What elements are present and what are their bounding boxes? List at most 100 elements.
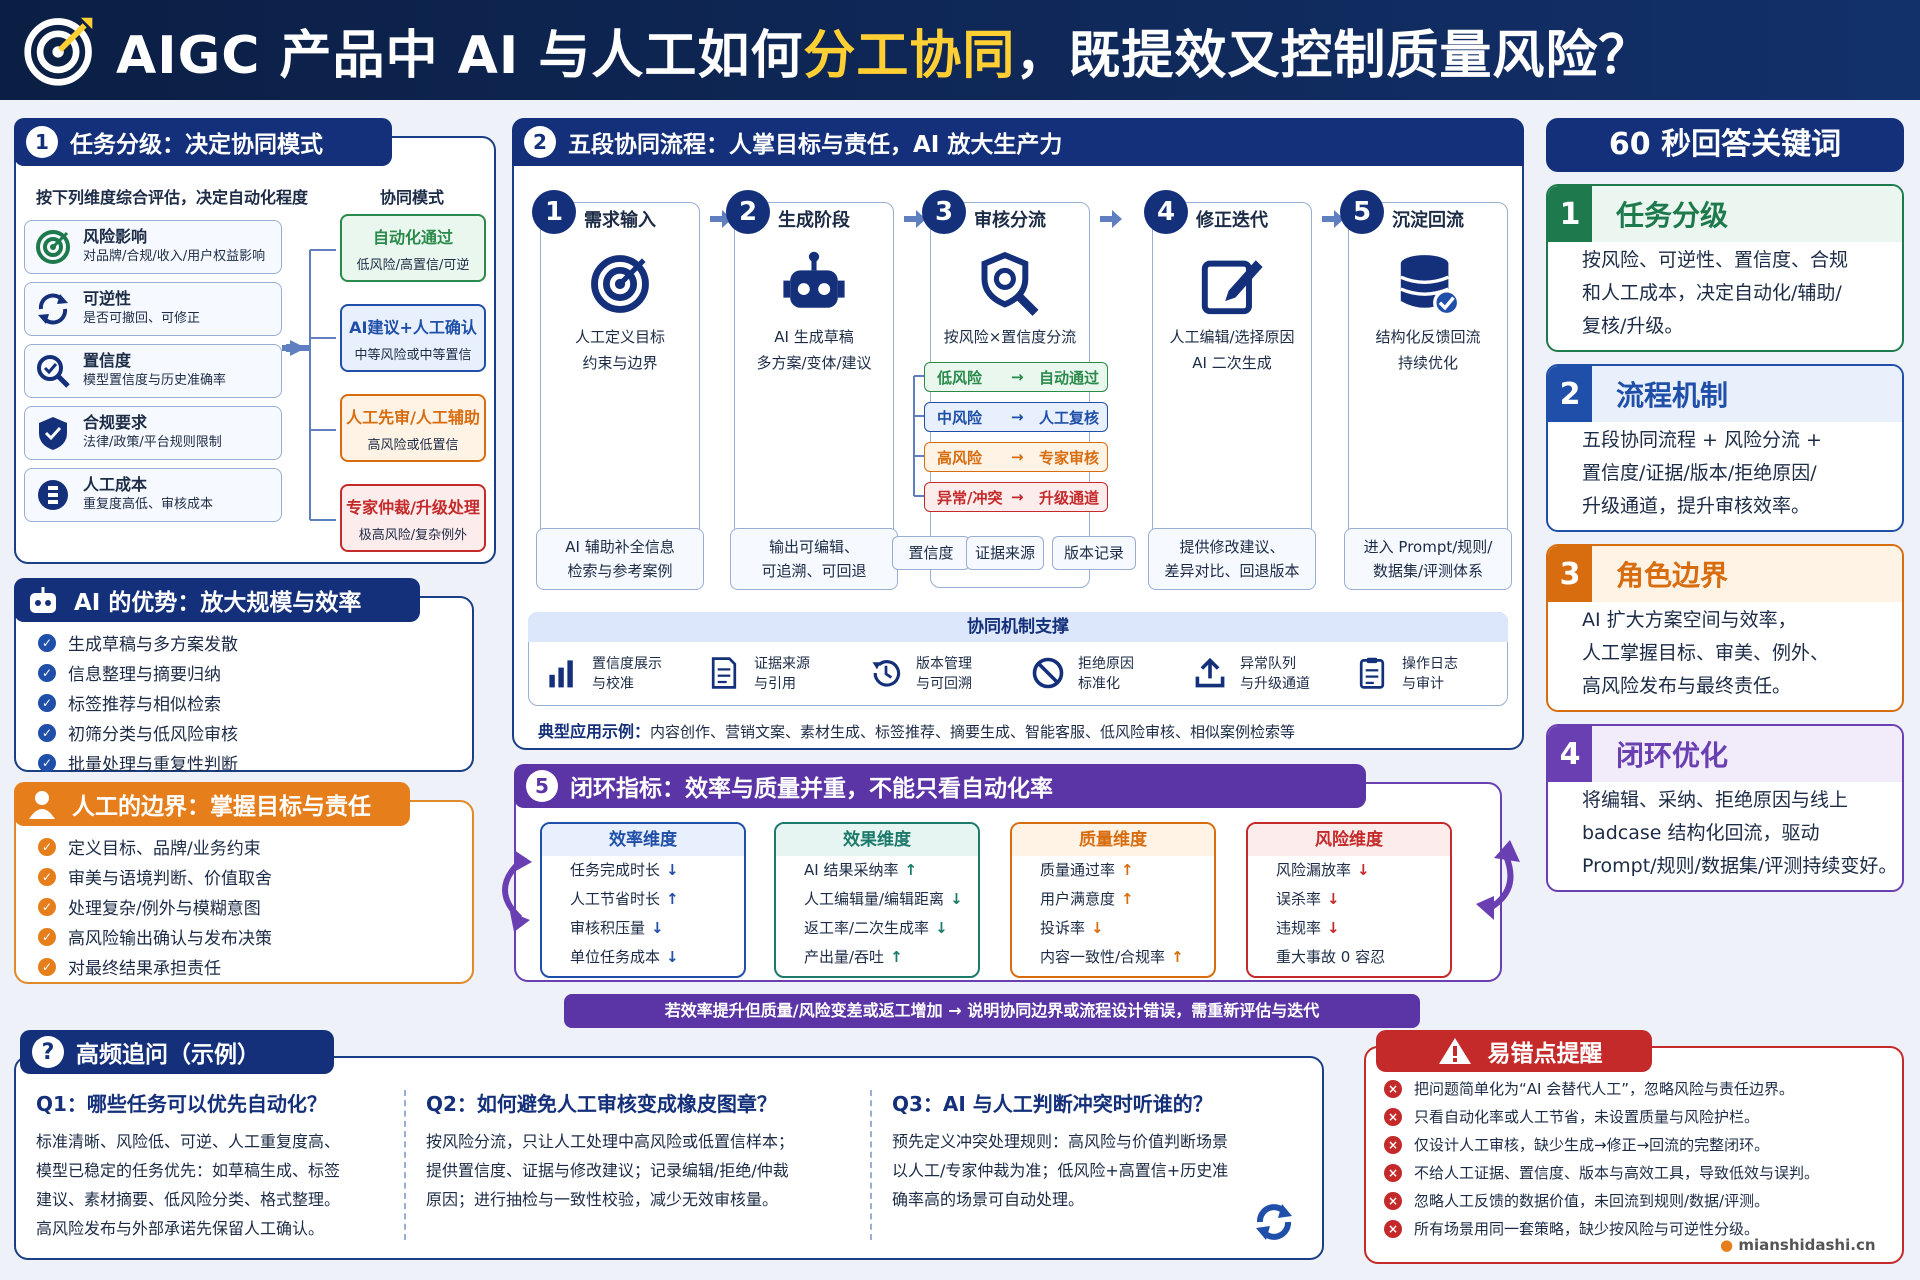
metric-row: 质量通过率↑ <box>1012 856 1214 885</box>
metric-name: 任务完成时长 <box>570 861 661 879</box>
metric-card: 质量维度质量通过率↑用户满意度↑投诉率↓内容一致性/合规率↑ <box>1010 822 1216 978</box>
dimension-name: 人工成本 <box>83 475 148 494</box>
metric-row: 产出量/吞吐↑ <box>776 943 978 972</box>
step-number: 1 <box>532 190 576 234</box>
route-to: 升级通道 <box>1039 488 1100 507</box>
check-item: ✓标签推荐与相似检索 <box>38 690 238 715</box>
mistake-item: ×不给人工证据、置信度、版本与高效工具，导致低效与误判。 <box>1384 1162 1819 1183</box>
mistake-item: ×仅设计人工审核，缺少生成→修正→回流的完整闭环。 <box>1384 1134 1769 1155</box>
mistakes-title: 易错点提醒 <box>1376 1030 1652 1072</box>
dimension-name: 置信度 <box>83 351 132 370</box>
metric-row: 重大事故 0 容忍 <box>1248 943 1450 972</box>
metric-name: AI 结果采纳率 <box>804 861 899 879</box>
flow-arrow-icon <box>1320 206 1344 236</box>
faq-answer-line: 建议、素材摘要、低风险分类、格式整理。 <box>36 1190 341 1209</box>
dimension-desc: 模型置信度与历史准确率 <box>83 373 227 388</box>
dimension-item: 人工成本重复度高低、审核成本 <box>24 468 282 522</box>
trend-arrow: ↑ <box>1121 861 1134 879</box>
route-arrow: → <box>1011 448 1024 466</box>
mode-header: 协同模式 <box>380 188 445 207</box>
metric-name: 返工率/二次生成率 <box>804 919 930 937</box>
metric-name: 单位任务成本 <box>570 948 661 966</box>
metric-row: 违规率↓ <box>1248 914 1450 943</box>
check-icon: ✓ <box>38 927 56 946</box>
faq-answer-line: 高风险发布与外部承诺先保留人工确认。 <box>36 1219 325 1238</box>
metric-row: 单位任务成本↓ <box>542 943 744 972</box>
step-desc: 按风险×置信度分流 <box>943 328 1077 346</box>
cycle-icon <box>33 289 73 329</box>
keyword-title: 流程机制 <box>1616 379 1729 412</box>
example-line: 典型应用示例：内容创作、营销文案、素材生成、标签推荐、摘要生成、智能客服、低风险… <box>538 722 1296 741</box>
faq-answer-line: 模型已稳定的任务优先：如草稿生成、标签 <box>36 1161 341 1180</box>
check-icon: ✓ <box>38 837 56 856</box>
metric-row: 任务完成时长↓ <box>542 856 744 885</box>
mode-name: 自动化通过 <box>372 227 453 247</box>
support-item: 拒绝原因标准化 <box>1030 650 1190 698</box>
trend-arrow: ↑ <box>1121 890 1134 908</box>
dimension-item: 风险影响对品牌/合规/收入/用户权益影响 <box>24 220 282 274</box>
step-desc: 人工定义目标 <box>574 328 665 346</box>
check-item: ✓定义目标、品牌/业务约束 <box>38 834 272 859</box>
keyword-body: 按风险、可逆性、置信度、合规和人工成本，决定自动化/辅助/复核/升级。 <box>1582 249 1849 337</box>
step-number: 2 <box>726 190 770 234</box>
keyword-title: 60 秒回答关键词 <box>1546 118 1904 172</box>
process-step-1 <box>540 202 700 588</box>
route-from: 低风险 <box>937 368 983 387</box>
metric-row: 误杀率↓ <box>1248 885 1450 914</box>
keyword-title: 任务分级 <box>1616 199 1729 232</box>
step-title: 修正迭代 <box>1196 210 1268 231</box>
mode-item: 人工先审/人工辅助高风险或低置信 <box>340 394 486 462</box>
dimension-desc: 重复度高低、审核成本 <box>83 497 214 512</box>
faq-answer-line: 标准清晰、风险低、可逆、人工重复度高、 <box>36 1132 341 1151</box>
faq-divider <box>404 1090 406 1240</box>
faq-divider <box>870 1090 872 1240</box>
check-item: ✓生成草稿与多方案发散 <box>38 630 238 655</box>
metric-row: 审核积压量↓ <box>542 914 744 943</box>
check-item: ✓审美与语境判断、价值取舍 <box>38 864 272 889</box>
step-number: 5 <box>1340 190 1384 234</box>
cross-icon: × <box>1384 1079 1402 1098</box>
target-icon <box>586 250 654 322</box>
step-desc: AI 二次生成 <box>1192 354 1272 372</box>
trend-arrow: ↓ <box>1091 919 1104 937</box>
route-item: 中风险→人工复核 <box>924 402 1108 432</box>
check-icon: ✓ <box>38 693 56 712</box>
route-item: 高风险→专家审核 <box>924 442 1108 472</box>
ban-icon <box>1030 655 1068 693</box>
support-item: 版本管理与可回溯 <box>868 650 1028 698</box>
cross-icon: × <box>1384 1163 1402 1182</box>
trend-arrow: ↓ <box>1327 890 1340 908</box>
keyword-title: 角色边界 <box>1616 559 1729 592</box>
mode-name: 专家仲裁/升级处理 <box>346 497 480 517</box>
faq-answer-line: 原因；进行抽检与一致性校验，减少无效审核量。 <box>426 1190 779 1209</box>
loop-arrows <box>502 840 1520 932</box>
cross-icon: × <box>1384 1107 1402 1126</box>
grading-arrows <box>282 249 336 521</box>
trend-arrow: ↓ <box>1357 861 1370 879</box>
support-title: 协同机制支撑 <box>528 612 1508 642</box>
metric-name: 内容一致性/合规率 <box>1040 948 1166 966</box>
ai-strength-panel <box>14 596 474 772</box>
dimension-name: 可逆性 <box>83 289 132 308</box>
step-desc: AI 生成草稿 <box>774 328 854 346</box>
check-icon: ✓ <box>38 663 56 682</box>
human-boundary-title: 人工的边界：掌握目标与责任 <box>14 782 410 826</box>
support-item: 置信度展示与校准 <box>544 650 704 698</box>
keyword-number: 3 <box>1548 546 1592 602</box>
route-arrow: → <box>1011 408 1024 426</box>
metric-card-title: 质量维度 <box>1012 824 1214 856</box>
trend-arrow: ↓ <box>935 919 948 937</box>
metric-row: 用户满意度↑ <box>1012 885 1214 914</box>
step-footer: 输出可编辑、可追溯、可回退 <box>730 528 898 590</box>
mistake-item: ×所有场景用同一套策略，缺少按风险与可逆性分级。 <box>1384 1218 1759 1239</box>
faq-answer-line: 确率高的场景可自动处理。 <box>892 1190 1085 1209</box>
step-number: 3 <box>922 190 966 234</box>
human-boundary-list: ✓定义目标、品牌/业务约束✓审美与语境判断、价值取舍✓处理复杂/例外与模糊意图✓… <box>38 834 272 984</box>
check-icon: ✓ <box>38 867 56 886</box>
trend-arrow: ↓ <box>950 890 963 908</box>
step-title: 审核分流 <box>974 210 1046 231</box>
metric-card-title: 风险维度 <box>1248 824 1450 856</box>
faq-answer-line: 预先定义冲突处理规则：高风险与价值判断场景 <box>892 1132 1229 1151</box>
mode-desc: 极高风险/复杂例外 <box>358 527 468 543</box>
